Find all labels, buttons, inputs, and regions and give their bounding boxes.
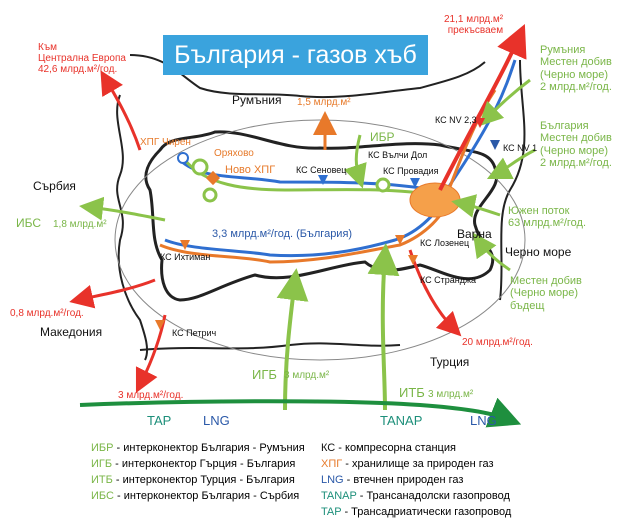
label-igb-flow: 3 млрд.м² <box>284 370 330 381</box>
pipeline-blue-east <box>438 59 517 201</box>
label-ks-nv23: КС NV 2,3 <box>435 115 477 125</box>
legend-item-ks: КС - компресорна станция <box>321 442 456 454</box>
ks-provadia-marker <box>410 178 420 188</box>
label-varna: Варна <box>457 227 492 241</box>
label-romania-flow: 1,5 млрд.м² <box>297 97 351 108</box>
storage-marker-east <box>375 177 391 193</box>
label-macedonia: Македония <box>40 325 103 339</box>
legend-item-hpg: ХПГ - хранилище за природен газ <box>321 458 494 470</box>
label-south-stream: Южен поток 63 млрд.м²/год. <box>508 205 587 230</box>
arrow-south-stream <box>451 194 501 218</box>
tap-line <box>79 397 522 428</box>
ks-nv23-marker <box>475 118 485 128</box>
arrow-macedonia <box>69 278 156 309</box>
arrow-ibr <box>343 134 367 189</box>
ks-strandzha-marker <box>408 255 418 265</box>
regional-border-south <box>139 342 401 351</box>
varna-hub <box>409 182 461 218</box>
legend-item-ibr: ИБР - интерконектор България - Румъния <box>91 442 305 454</box>
label-oryahovo: Оряхово <box>214 148 254 159</box>
label-ks-strandzha: КС Странджа <box>420 275 477 285</box>
arrow-bg-local <box>486 148 536 180</box>
label-ks-valchi-dol: КС Вълчи Дол <box>368 150 428 160</box>
label-ks-provadia: КС Провадия <box>383 166 439 176</box>
label-black-sea: Черно море <box>505 245 572 259</box>
label-to-europe: Към Централна Европа 42,6 млрд.м²/год. <box>38 42 126 76</box>
ks-lozenets-marker <box>395 235 405 245</box>
page-title: България - газов хъб <box>163 35 428 75</box>
storage-chiren-marker <box>177 152 189 164</box>
arrow-future <box>472 232 511 272</box>
ks-ihtiman-marker <box>180 240 190 250</box>
arrow-to-europe <box>100 70 142 151</box>
label-turkey: Турция <box>430 355 470 369</box>
label-greece-flow: 3 млрд.м²/год. <box>118 390 184 401</box>
label-ks-petrich: КС Петрич <box>172 328 217 338</box>
oryahovo-marker <box>205 170 221 186</box>
label-tap: TAP <box>147 413 172 428</box>
arrow-ibs <box>79 196 166 222</box>
ks-petrich-marker <box>155 320 165 330</box>
storage-marker <box>202 187 218 203</box>
label-romania-local: Румъния Местен добив (Черно море) 2 млрд… <box>540 44 612 93</box>
label-bulgaria-local: България Местен добив (Черно море) 2 млр… <box>540 120 612 169</box>
label-ks-lozenets: КС Лозенец <box>420 238 470 248</box>
arrow-igb <box>276 268 309 411</box>
label-serbia: Сърбия <box>33 179 76 193</box>
label-lng-west: LNG <box>203 413 230 428</box>
label-igb: ИГБ <box>252 367 277 382</box>
legend-item-igb: ИГБ - интерконектор Гърция - България <box>91 458 296 470</box>
pipeline-orange-south <box>159 197 450 264</box>
regional-border <box>129 54 486 99</box>
label-ks-ihtiman: КС Ихтиман <box>160 252 211 262</box>
legend-item-tap: TAP - Трансадриатически газопровод <box>321 506 512 518</box>
label-itb: ИТБ <box>399 385 425 400</box>
label-itb-flow: 3 млрд.м² <box>428 389 474 400</box>
storage-new-marker <box>191 158 209 176</box>
legend-item-itb: ИТБ - интерконектор Турция - България <box>91 474 295 486</box>
label-ibs-flow: 1,8 млрд.м² <box>53 219 107 230</box>
bulgaria-border <box>144 130 499 302</box>
label-hpg-chiren: ХПГ Чирен <box>140 137 191 148</box>
label-romania: Румъния <box>232 93 282 107</box>
label-future-local: Местен добив (Черно море) бъдещ <box>510 275 582 312</box>
arrow-turkey <box>408 249 462 337</box>
label-novo-hpg: Ново ХПГ <box>225 164 276 176</box>
label-turkey-flow: 20 млрд.м²/год. <box>462 337 533 348</box>
ks-senovets-marker <box>318 175 328 185</box>
label-lng-east: LNG <box>470 413 497 428</box>
label-ks-nv1: КС NV 1 <box>503 143 538 153</box>
label-domestic: 3,3 млрд.м²/год. (България) <box>212 228 353 240</box>
label-ks-senovets: КС Сеновец <box>296 165 347 175</box>
arrow-itb <box>367 243 400 411</box>
legend-item-tanap: TANAP - Трансанадолски газопровод <box>321 490 510 502</box>
label-stop-flow: 21,1 млрд.м² прекъсваем <box>444 14 504 37</box>
label-tanap: TANAP <box>380 413 423 428</box>
regional-border-west <box>116 94 149 361</box>
legend-item-lng: LNG - втечнен природен газ <box>321 474 464 486</box>
pipeline-orange-east <box>443 89 497 201</box>
arrow-romania-local <box>478 78 531 127</box>
label-ibr: ИБР <box>370 130 395 144</box>
ks-nv1-marker <box>490 140 500 150</box>
label-macedonia-flow: 0,8 млрд.м²/год. <box>10 308 84 319</box>
pipeline-blue-south <box>164 194 447 258</box>
regional-border-east <box>499 59 526 301</box>
label-ibs: ИБС <box>16 216 42 230</box>
legend-item-ibs: ИБС - интерконектор България - Сърбия <box>91 490 300 502</box>
